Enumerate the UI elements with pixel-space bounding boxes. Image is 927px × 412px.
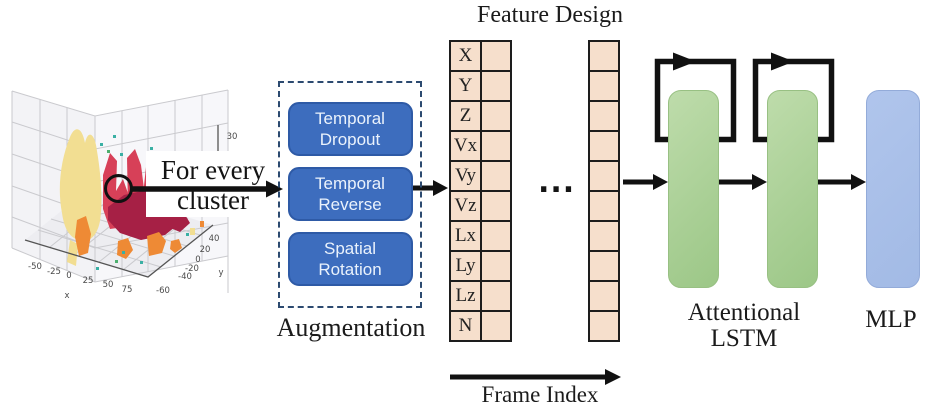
x-tick: 50 [103, 280, 114, 290]
attentional-line: Attentional [687, 299, 801, 326]
x-axis-label: x [64, 291, 69, 301]
feature-value-cell [480, 160, 512, 192]
y-axis-label: y [218, 268, 223, 278]
feature-row [588, 190, 620, 222]
feature-row [588, 220, 620, 252]
feature-value-cell [480, 130, 512, 162]
lstm-cell-2 [767, 90, 818, 288]
feature-row: Vx [449, 130, 512, 162]
feature-design-title: Feature Design [477, 2, 623, 28]
feature-value-cell [588, 280, 620, 312]
feature-value-cell [588, 100, 620, 132]
feature-value-cell [588, 190, 620, 222]
label-backdrop [146, 151, 280, 217]
feature-label-cell: Vy [449, 160, 482, 192]
feature-row: Y [449, 70, 512, 102]
x-tick: 25 [83, 276, 94, 286]
feature-vector-table: X Y Z Vx Vy Vz Lx [449, 40, 512, 342]
feature-row [588, 100, 620, 132]
for-every-cluster-label: For every cluster [147, 155, 279, 215]
feature-label-cell: X [449, 40, 482, 72]
feature-value-cell [480, 280, 512, 312]
feature-value-cell [588, 250, 620, 282]
feature-value-cell [588, 220, 620, 252]
y-tick: -40 [178, 272, 192, 282]
cluster-circle-annotation [104, 174, 133, 203]
feature-label-cell: Lz [449, 280, 482, 312]
z-tick: 30 [227, 132, 238, 142]
y-tick: -20 [185, 264, 199, 274]
feature-label-cell: N [449, 310, 482, 342]
x-tick: 75 [122, 285, 133, 295]
x-tick: 0 [66, 271, 71, 281]
attentional-lstm-label: Attentional LSTM [660, 300, 828, 352]
feature-row [588, 70, 620, 102]
feature-label-cell: Lx [449, 220, 482, 252]
x-tick: -25 [47, 267, 61, 277]
feature-value-cell [588, 70, 620, 102]
feature-row [588, 160, 620, 192]
augmentation-method-box: Temporal Dropout [287, 102, 413, 156]
feature-row: Vy [449, 160, 512, 192]
feature-row: Ly [449, 250, 512, 282]
feature-row [588, 40, 620, 72]
feature-value-cell [480, 40, 512, 72]
feature-value-cell [480, 310, 512, 342]
plot-tick-labels: -50 -25 0 25 50 75 x 40 20 0 -20 -40 -60… [28, 132, 237, 301]
feature-value-cell [588, 130, 620, 162]
feature-label-cell: Z [449, 100, 482, 132]
cluster-line: cluster [177, 185, 249, 215]
feature-row [588, 310, 620, 342]
feature-value-cell [480, 70, 512, 102]
y-tick: 20 [200, 245, 211, 255]
mlp-block [866, 90, 920, 288]
flow-arrows [132, 174, 866, 385]
y-tick: 0 [195, 255, 200, 265]
feature-value-cell [480, 250, 512, 282]
feature-row [588, 250, 620, 282]
feature-row: X [449, 40, 512, 72]
feature-row: Lz [449, 280, 512, 312]
feature-row: Vz [449, 190, 512, 222]
feature-row [588, 280, 620, 312]
lstm-line: LSTM [710, 325, 778, 352]
augmentation-method-box: Spatial Rotation [287, 232, 413, 286]
feature-label-cell: Vz [449, 190, 482, 222]
feature-row [588, 130, 620, 162]
feature-value-cell [480, 100, 512, 132]
feature-value-cell [588, 40, 620, 72]
frame-index-label: Frame Index [481, 382, 599, 407]
feature-label-cell: Ly [449, 250, 482, 282]
y-tick: -60 [156, 286, 170, 296]
feature-row: Lx [449, 220, 512, 252]
feature-label-cell: Y [449, 70, 482, 102]
ellipsis-label: ... [538, 165, 576, 200]
feature-value-cell [588, 310, 620, 342]
plot-axes-spines [24, 125, 219, 278]
lstm-cell-1 [668, 90, 719, 288]
feature-label-cell: Vx [449, 130, 482, 162]
x-tick: -50 [28, 262, 42, 272]
for-every-line: For every [160, 155, 266, 185]
feature-value-cell [480, 190, 512, 222]
feature-row: N [449, 310, 512, 342]
feature-vector-last-frame [588, 40, 620, 342]
augmentation-title: Augmentation [276, 313, 426, 342]
feature-value-cell [480, 220, 512, 252]
augmentation-method-box: Temporal Reverse [287, 167, 413, 221]
feature-row: Z [449, 100, 512, 132]
mlp-label: MLP [865, 306, 917, 333]
feature-value-cell [588, 160, 620, 192]
y-tick: 40 [209, 234, 220, 244]
